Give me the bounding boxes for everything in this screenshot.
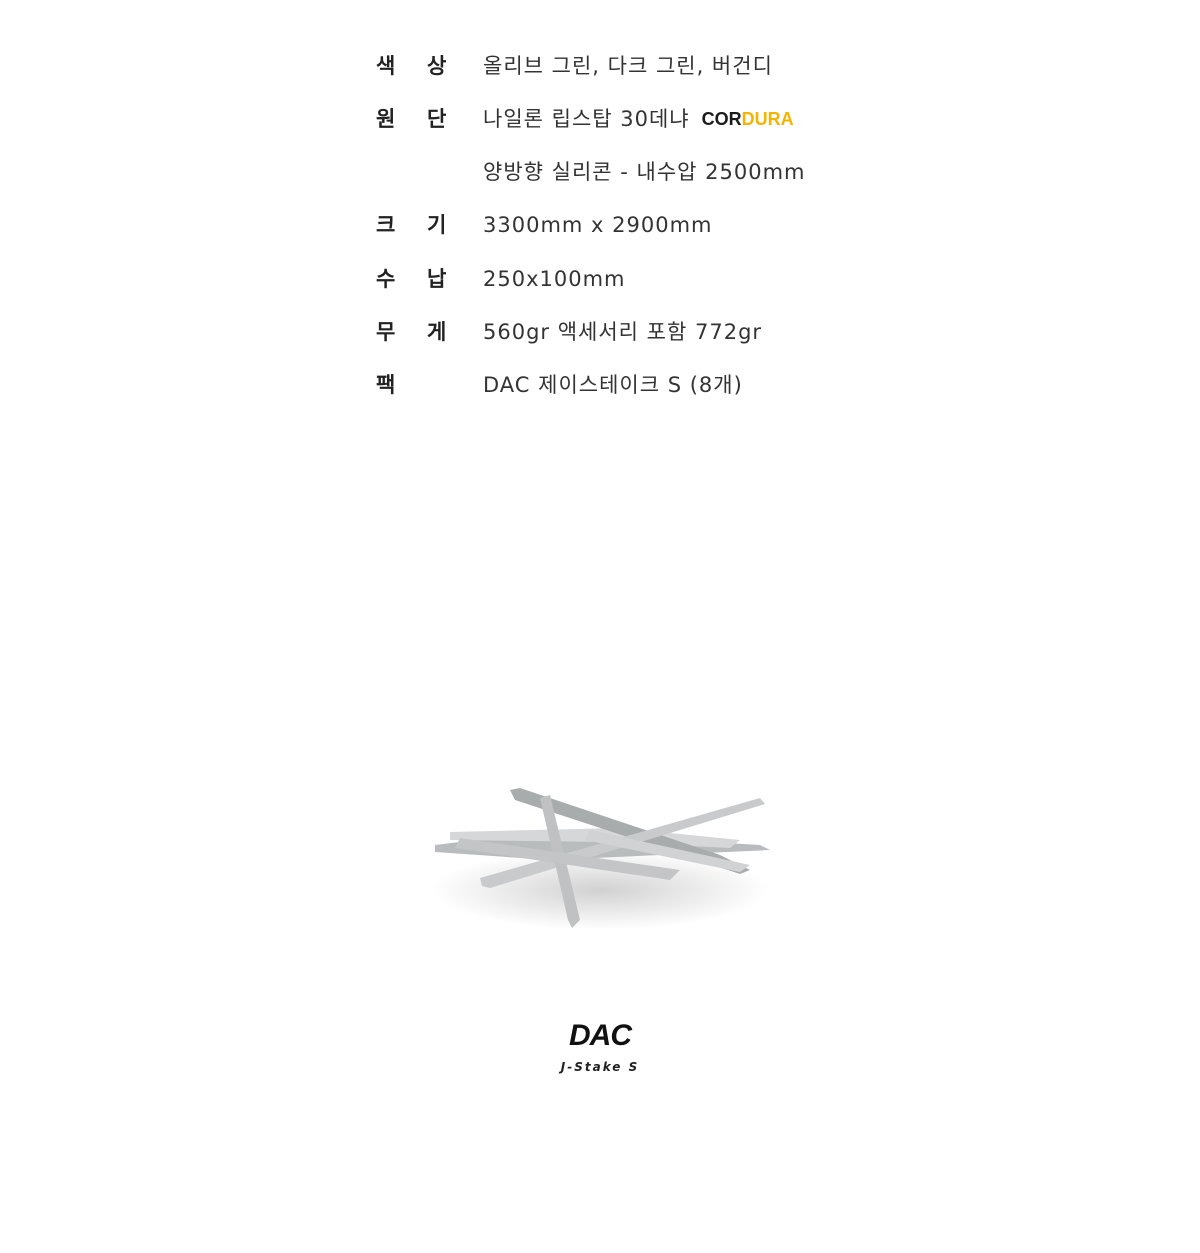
spec-label: 상 [427, 54, 447, 78]
spec-label: 기 [427, 213, 447, 237]
brand-logo: DAC [569, 1019, 632, 1052]
spec-value: 양방향 실리콘 - 내수압 2500mm [483, 160, 806, 184]
spec-value: 올리브 그린, 다크 그린, 버건디 [483, 54, 773, 78]
spec-label: 색 [376, 54, 396, 78]
spec-value: 3300mm x 2900mm [483, 213, 713, 237]
spec-value: 560gr 액세서리 포함 772gr [483, 320, 763, 344]
spec-label: 무 [376, 320, 396, 344]
spec-label: 크 [376, 213, 396, 237]
spec-value-text: 나일론 립스탑 30데냐 [483, 107, 690, 131]
spec-label: 원 [376, 107, 396, 131]
spec-value: 나일론 립스탑 30데냐 CORDURA [483, 104, 794, 134]
spec-label: 단 [427, 107, 447, 131]
dac-logo: DAC J-Stake S [540, 1019, 660, 1075]
product-model: J-Stake S [560, 1060, 640, 1074]
spec-label: 수 [376, 267, 396, 291]
spec-label: 팩 [376, 373, 396, 397]
spec-value: DAC 제이스테이크 S (8개) [483, 373, 743, 397]
spec-value: 250x100mm [483, 267, 626, 291]
stakes-image [430, 788, 770, 930]
cordura-logo: CORDURA [701, 109, 794, 129]
spec-label: 게 [427, 320, 447, 344]
spec-label: 납 [427, 267, 447, 291]
